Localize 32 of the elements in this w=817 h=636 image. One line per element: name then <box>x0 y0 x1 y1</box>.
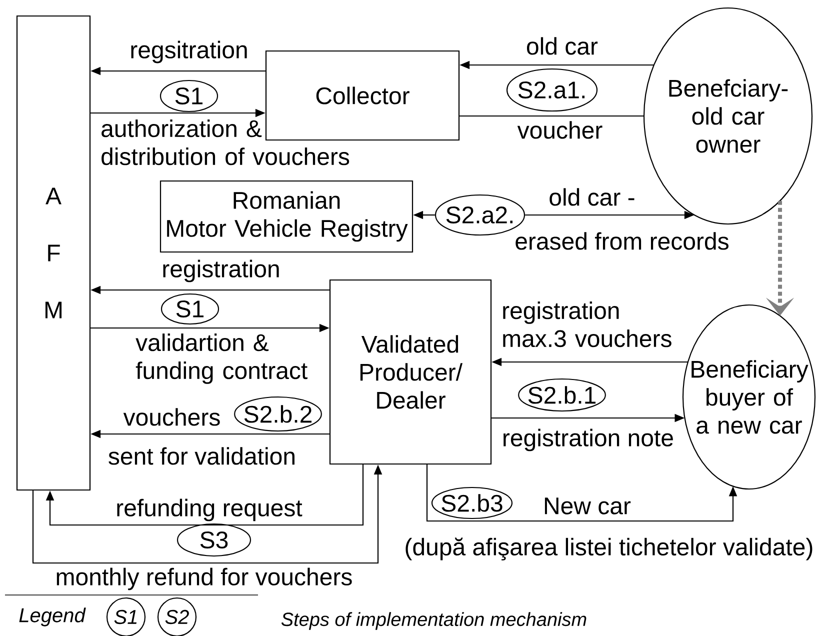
legend-text: Steps of implementation mechanism <box>281 612 586 630</box>
arrow <box>46 464 364 526</box>
process-box: Collector <box>265 50 460 141</box>
edge-label: old car <box>527 37 598 55</box>
edge-label: New car <box>544 498 631 514</box>
step-badge: S2.b3 <box>431 486 513 520</box>
step-badge: S3 <box>176 523 252 557</box>
edge-label: regsitration <box>131 40 247 64</box>
edge-label: registration max.3 vouchers <box>503 302 672 348</box>
edge-label: old car - <box>550 188 634 206</box>
entity-box: A F M <box>16 15 91 491</box>
step-badge: S2.b.2 <box>234 396 322 432</box>
edge-label: monthly refund for vouchers <box>56 568 352 590</box>
connector-line <box>460 115 644 117</box>
edge-label: refunding request <box>117 498 302 522</box>
label-text: sent for validation <box>108 447 294 465</box>
legend-badge: S2 <box>157 597 197 636</box>
edge-label: vouchers <box>123 408 220 426</box>
step-badge: S2.b.1 <box>518 378 606 412</box>
edge-label: registration note <box>504 428 673 452</box>
step-badge: S1 <box>160 293 220 325</box>
process-box: Validated Producer/ Dealer <box>329 279 492 465</box>
legend-badge: S1 <box>106 597 146 636</box>
edge-label: registration <box>163 260 279 282</box>
label-text: (după afişarea listei tichetelor validate) <box>406 538 812 560</box>
legend-title: Legend <box>19 608 86 626</box>
edge-label: voucher <box>517 121 602 139</box>
step-badge: S2.a1. <box>506 68 598 112</box>
step-badge: S1 <box>160 80 218 112</box>
edge-label: validartion & funding contract <box>136 334 308 384</box>
process-box: Romanian Motor Vehicle Registry <box>160 180 414 253</box>
step-badge: S2.a2. <box>434 194 526 236</box>
